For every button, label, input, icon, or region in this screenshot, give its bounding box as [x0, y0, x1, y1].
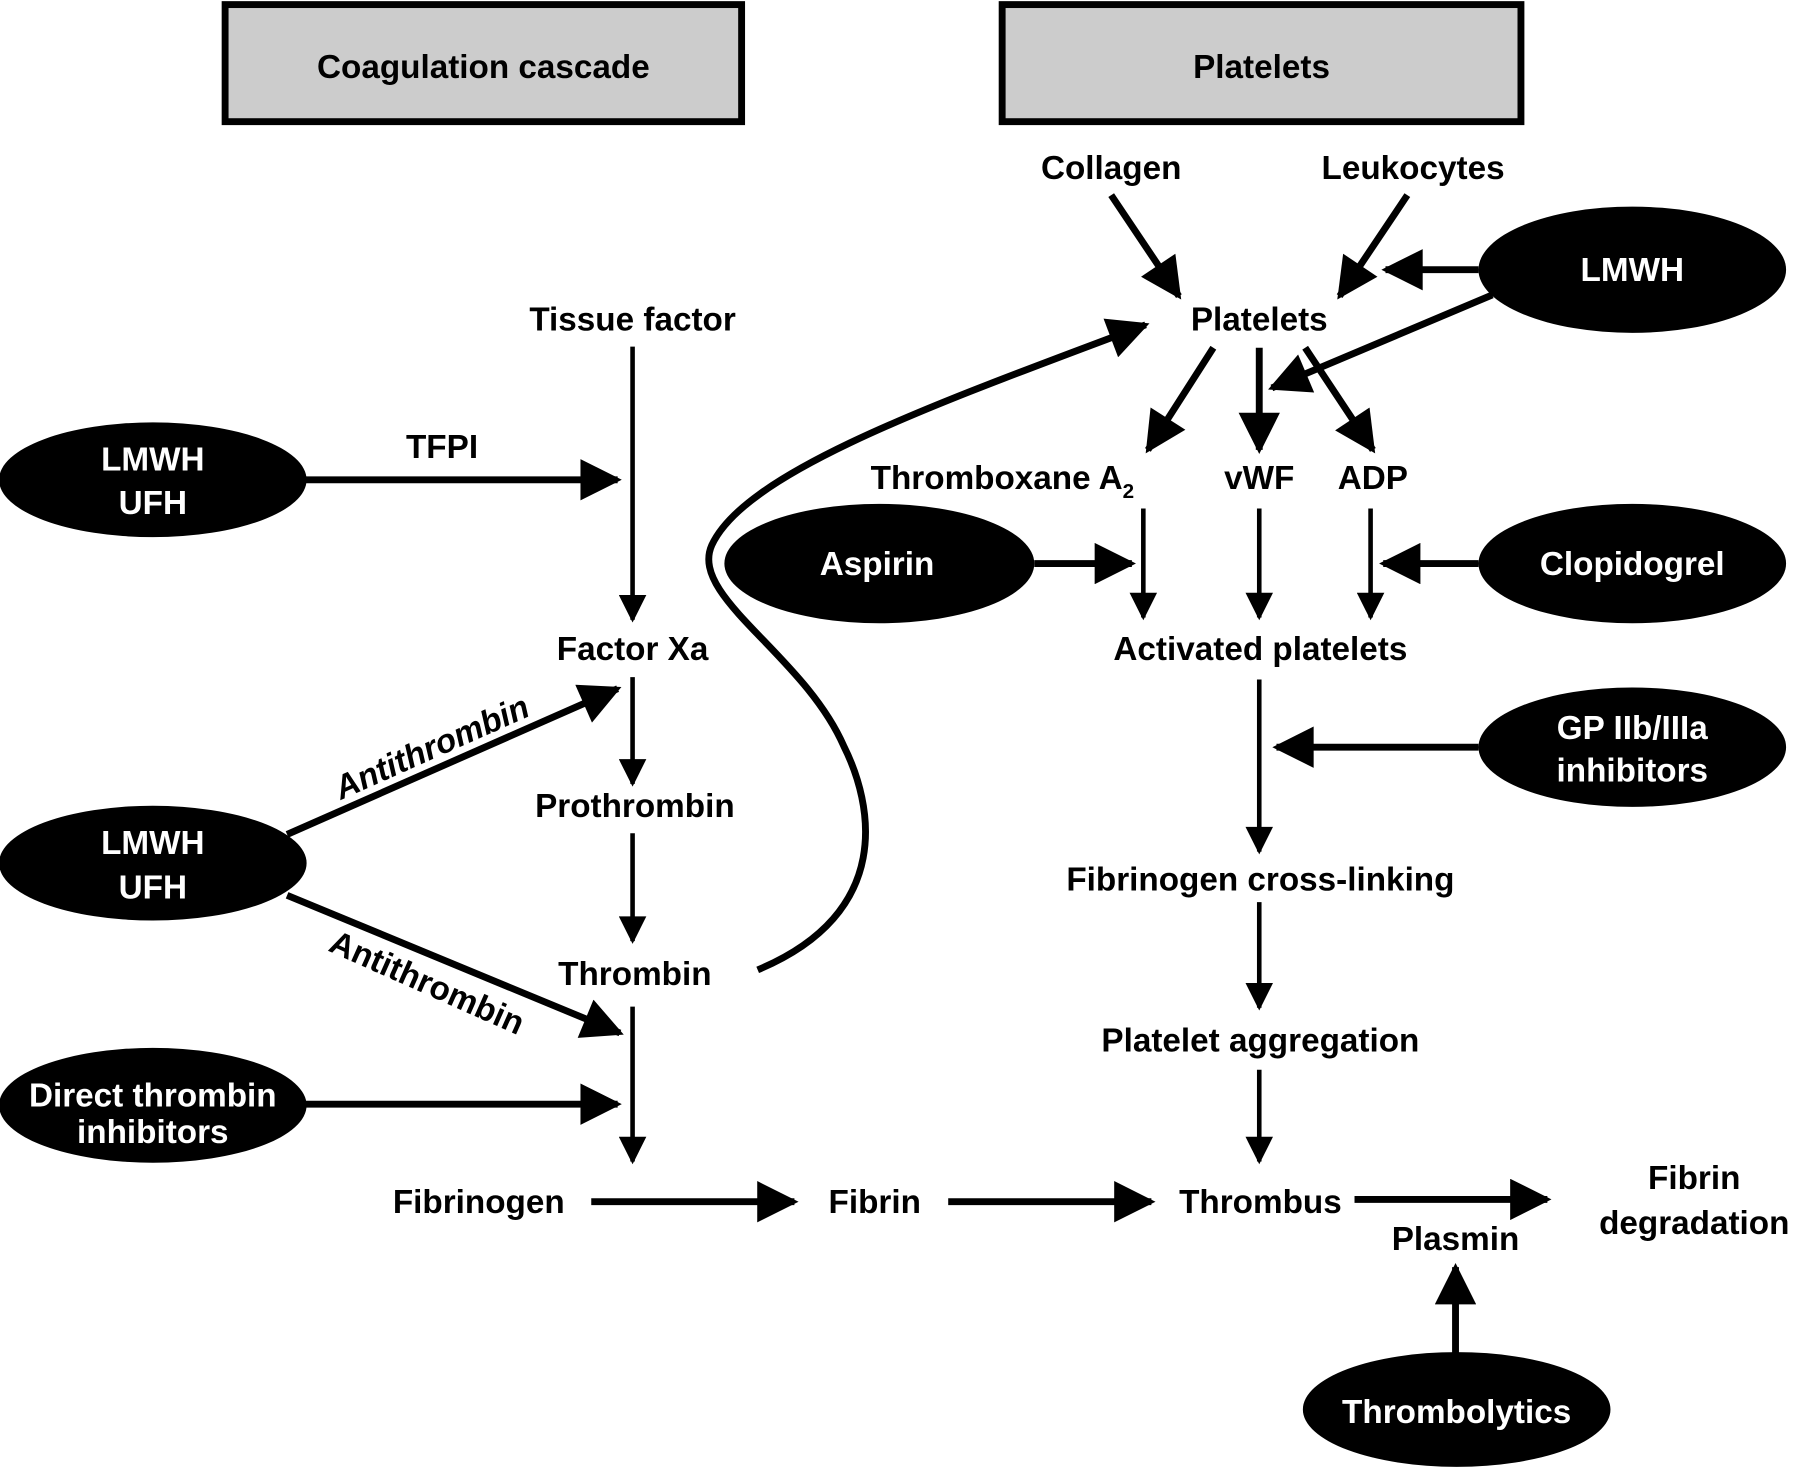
node-leukocytes: Leukocytes	[1322, 150, 1505, 187]
drug-label-line2: inhibitors	[77, 1114, 229, 1151]
node-tissue-factor: Tissue factor	[529, 302, 736, 339]
drug-label-line2: UFH	[119, 485, 187, 522]
arrow-collagen-to-platelets	[1108, 193, 1182, 300]
drug-label: Aspirin	[820, 546, 935, 583]
drug-oval	[0, 805, 307, 921]
header-title: Platelets	[1193, 49, 1330, 86]
drug-label-line1: LMWH	[101, 825, 204, 862]
drug-gp-iib-iiia-inhibitors: GP IIb/IIIa inhibitors	[1478, 687, 1787, 807]
drug-lmwh-ufh-antithrombin: LMWH UFH	[0, 805, 307, 921]
arrow-platelets-to-adp	[1302, 345, 1376, 454]
drug-oval	[1478, 206, 1787, 333]
arrow-leukocytes-to-platelets	[1336, 193, 1411, 300]
arrow-antithrombin-to-thrombin	[285, 892, 624, 1038]
node-vwf: vWF	[1224, 460, 1294, 497]
drug-aspirin: Aspirin	[724, 503, 1035, 624]
drug-lmwh-ufh-tfpi: LMWH UFH	[0, 422, 307, 538]
node-fibrin: Fibrin	[829, 1184, 921, 1221]
header-box	[998, 1, 1525, 126]
node-factor-xa: Factor Xa	[557, 631, 709, 668]
label-antithrombin-upper: Antithrombin	[328, 689, 535, 808]
header-title: Coagulation cascade	[317, 49, 650, 86]
drug-label-line1: LMWH	[101, 442, 204, 479]
node-thromboxane-a2: Thromboxane A2	[871, 460, 1134, 503]
node-prothrombin: Prothrombin	[535, 788, 735, 825]
drug-thrombolytics: Thrombolytics	[1302, 1352, 1611, 1467]
node-thrombin: Thrombin	[558, 956, 711, 993]
node-platelets: Platelets	[1191, 302, 1328, 339]
node-activated-platelets: Activated platelets	[1113, 631, 1407, 668]
arrow-platelets-to-thromboxane	[1145, 345, 1217, 454]
drug-label: Clopidogrel	[1540, 546, 1725, 583]
node-platelet-aggregation: Platelet aggregation	[1101, 1022, 1419, 1059]
drug-lmwh-platelets: LMWH	[1478, 206, 1787, 333]
drug-oval	[0, 1047, 307, 1163]
drug-label-line2: UFH	[119, 870, 187, 907]
drug-label-line1: GP IIb/IIIa	[1557, 710, 1708, 747]
arrow-lmwh-to-vwf	[1268, 291, 1494, 393]
drug-oval	[724, 503, 1035, 624]
drug-direct-thrombin-inhibitors: Direct thrombin inhibitors	[0, 1047, 307, 1163]
arrow-antithrombin-to-factor-xa	[285, 684, 622, 838]
node-fibrin-degradation-line1: Fibrin	[1648, 1160, 1740, 1197]
node-fibrinogen: Fibrinogen	[393, 1184, 565, 1221]
drug-label: LMWH	[1581, 252, 1684, 289]
drug-oval	[0, 422, 307, 538]
drug-clopidogrel: Clopidogrel	[1478, 503, 1787, 624]
node-plasmin: Plasmin	[1392, 1221, 1520, 1258]
drug-label-line2: inhibitors	[1557, 753, 1709, 790]
node-adp: ADP	[1338, 460, 1408, 497]
label-tfpi: TFPI	[406, 429, 478, 466]
header-box	[221, 1, 746, 126]
node-fibrinogen-crosslinking: Fibrinogen cross-linking	[1066, 862, 1454, 899]
header-coagulation-cascade: Coagulation cascade	[221, 1, 746, 126]
node-fibrin-degradation-line2: degradation	[1599, 1205, 1789, 1242]
drug-label: Thrombolytics	[1342, 1394, 1571, 1431]
arrow-thrombin-to-platelets	[705, 318, 1150, 974]
drug-oval	[1478, 687, 1787, 807]
header-platelets: Platelets	[998, 1, 1525, 126]
drug-label-line1: Direct thrombin	[29, 1077, 277, 1114]
drug-oval	[1302, 1352, 1611, 1467]
node-collagen: Collagen	[1041, 150, 1181, 187]
node-thrombus: Thrombus	[1179, 1184, 1342, 1221]
drug-oval	[1478, 503, 1787, 624]
